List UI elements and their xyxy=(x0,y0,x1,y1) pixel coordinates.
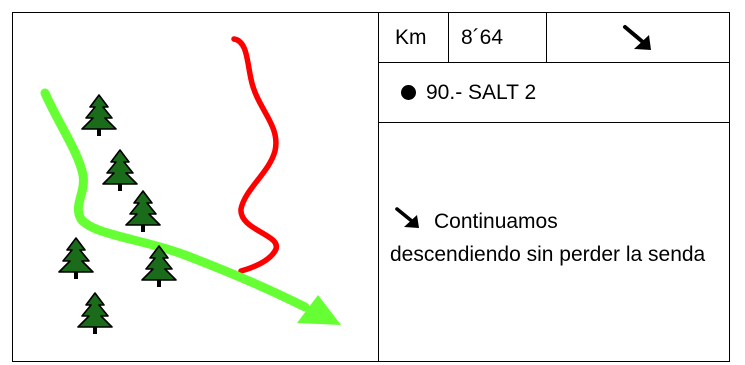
pine-tree-icon xyxy=(77,292,113,335)
instruction-text: Continuamos descendiendo sin perder la s… xyxy=(390,205,710,271)
route-arrowhead xyxy=(297,295,341,325)
alternate-path-icon xyxy=(231,36,280,274)
roadbook-page: Km 8´64 90.- SALT 2 Continuamos descendi… xyxy=(12,12,730,362)
distance-value: 8´64 xyxy=(449,13,547,62)
km-label: Km xyxy=(379,13,449,62)
waypoint-row: 90.- SALT 2 xyxy=(379,63,729,123)
info-panel: Km 8´64 90.- SALT 2 Continuamos descendi… xyxy=(379,13,729,361)
pine-tree-icon xyxy=(125,190,161,233)
pine-tree-icon xyxy=(81,94,117,137)
direction-cell xyxy=(547,13,729,62)
arrow-down-right-icon xyxy=(395,207,419,228)
bullet-icon xyxy=(401,85,416,100)
instruction-row: Continuamos descendiendo sin perder la s… xyxy=(379,123,729,361)
arrow-down-right-icon xyxy=(623,24,651,50)
route-diagram xyxy=(13,13,379,361)
distance-row: Km 8´64 xyxy=(379,13,729,63)
main-route-arrow-icon xyxy=(40,88,310,312)
pine-tree-icon xyxy=(102,149,138,192)
pine-tree-icon xyxy=(58,237,94,280)
instruction-text-rest: descendiendo sin perder la senda xyxy=(390,243,706,266)
waypoint-label: 90.- SALT 2 xyxy=(426,80,537,104)
route-map-svg xyxy=(40,36,341,335)
instruction-text-first: Continuamos xyxy=(434,210,558,233)
